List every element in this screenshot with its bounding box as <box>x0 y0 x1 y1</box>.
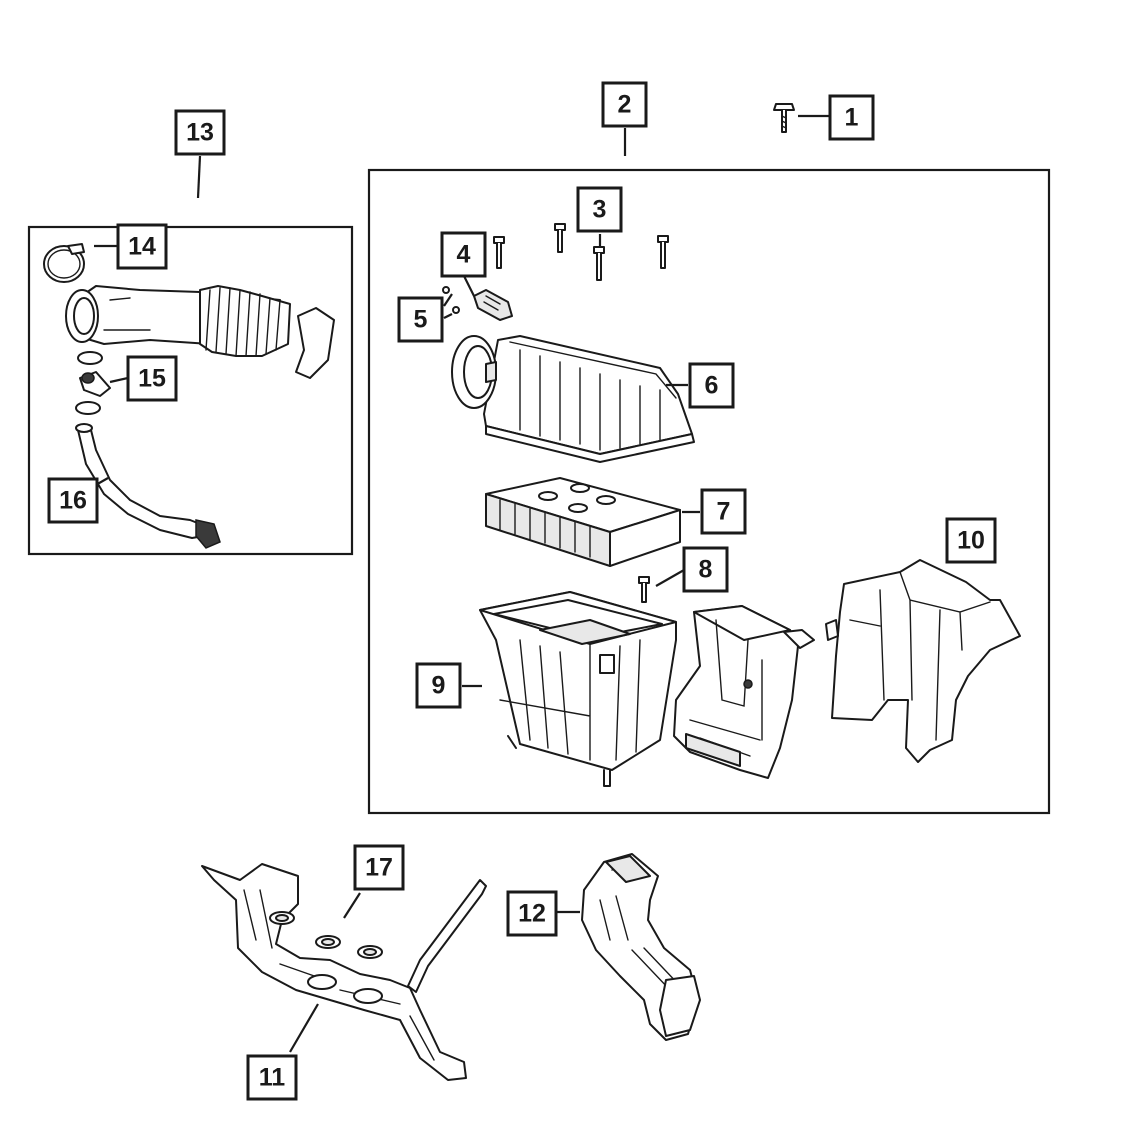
callout-5: 5 <box>397 296 444 343</box>
part-12-inlet-duct <box>581 853 701 1041</box>
part-1-bolt <box>773 103 795 133</box>
callout-13: 13 <box>174 109 226 156</box>
callout-16-label: 16 <box>59 487 87 515</box>
group-frame-2 <box>367 168 1051 815</box>
callout-16: 16 <box>47 477 99 524</box>
callout-8: 8 <box>682 546 729 593</box>
part-9-air-cleaner-housing <box>479 591 677 787</box>
part-11-bracket <box>201 863 487 1081</box>
callout-8-label: 8 <box>699 556 713 584</box>
callout-9: 9 <box>415 662 462 709</box>
callout-2-label: 2 <box>618 91 632 119</box>
part-6-air-cleaner-cover <box>451 335 695 463</box>
part-5-grommets <box>442 286 460 314</box>
callout-13-label: 13 <box>186 119 214 147</box>
part-3-screws <box>493 223 669 281</box>
callout-4: 4 <box>440 231 487 278</box>
part-7-air-filter <box>485 477 681 567</box>
callout-2: 2 <box>601 81 648 128</box>
callout-14-label: 14 <box>128 233 156 261</box>
callout-9-label: 9 <box>432 672 446 700</box>
callout-3-label: 3 <box>593 196 607 224</box>
callout-7-label: 7 <box>717 498 731 526</box>
callout-15: 15 <box>126 355 178 402</box>
callout-15-label: 15 <box>138 365 166 393</box>
callout-6: 6 <box>688 362 735 409</box>
callout-11-label: 11 <box>259 1064 286 1092</box>
callout-1: 1 <box>828 94 875 141</box>
callout-5-label: 5 <box>414 306 428 334</box>
callout-3: 3 <box>576 186 623 233</box>
callout-12: 12 <box>506 890 558 937</box>
callout-17-label: 17 <box>365 854 393 882</box>
part-8-bolt <box>638 576 650 603</box>
callout-17: 17 <box>353 844 405 891</box>
callout-12-label: 12 <box>518 900 546 928</box>
part-10-air-duct <box>825 559 1021 763</box>
inlet-duct <box>673 605 815 779</box>
callout-14: 14 <box>116 223 168 270</box>
group-frame-13 <box>27 225 354 556</box>
callout-11: 11 <box>246 1054 298 1101</box>
part-14-clamp <box>43 243 85 283</box>
part-15-fitting <box>75 351 111 415</box>
leader-lines <box>93 114 830 1053</box>
callout-1-label: 1 <box>845 104 859 132</box>
part-13-intake-hose <box>65 285 335 379</box>
callout-6-label: 6 <box>705 372 719 400</box>
callout-4-label: 4 <box>457 241 471 269</box>
part-4-sensor <box>473 289 513 321</box>
callout-7: 7 <box>700 488 747 535</box>
callout-10: 10 <box>945 517 997 564</box>
part-17-grommets <box>269 911 383 959</box>
callout-10-label: 10 <box>957 527 985 555</box>
